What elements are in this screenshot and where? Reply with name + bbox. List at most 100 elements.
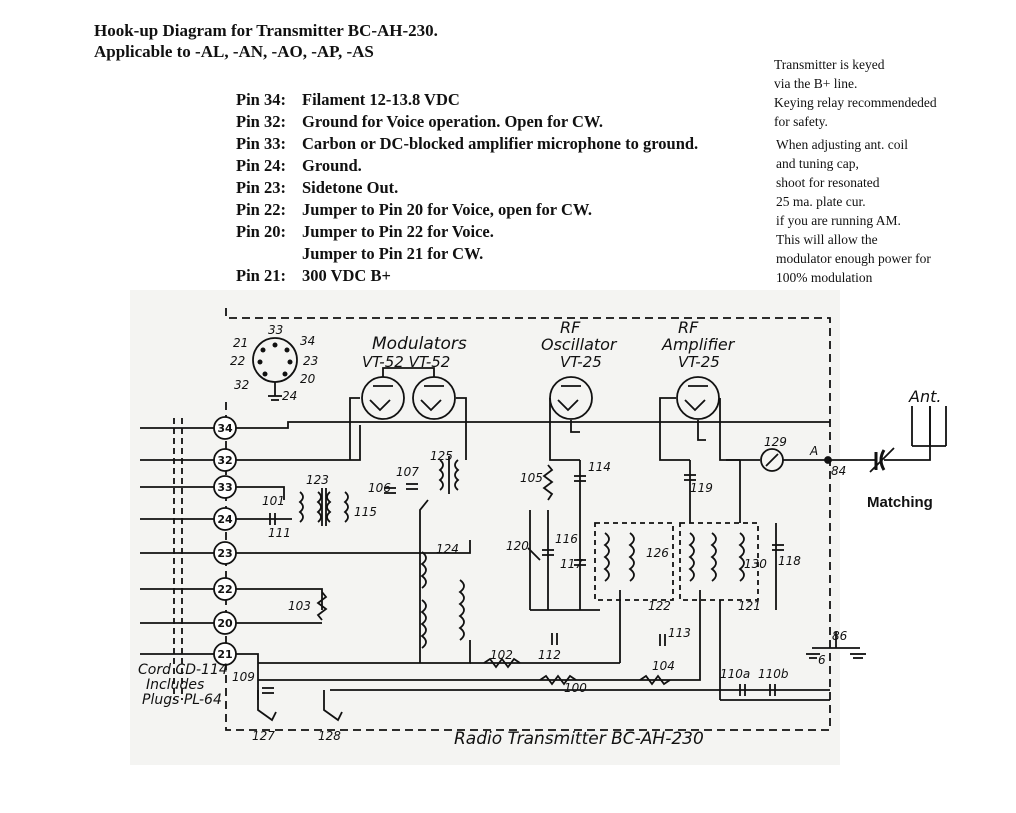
- terminal-20-label: 20: [217, 617, 233, 630]
- pin-description: Sidetone Out.: [302, 178, 399, 197]
- terminal-20: [213, 611, 237, 635]
- pin-description: Filament 12-13.8 VDC: [302, 90, 460, 109]
- terminal-22-label: 22: [217, 583, 232, 596]
- transformer-125a: [438, 459, 444, 491]
- socket-label: 20: [300, 372, 316, 386]
- keying-note: Transmitter is keyed via the B+ line. Ke…: [774, 55, 937, 131]
- terminal-24: [213, 507, 237, 531]
- terminal-34: [213, 416, 237, 440]
- component-label: 126: [646, 546, 669, 560]
- component-label: 106: [368, 481, 391, 495]
- pin-number: Pin 34:: [236, 90, 286, 109]
- component-label: 122: [648, 599, 671, 613]
- socket-label: 21: [233, 336, 248, 350]
- component-label: 103: [288, 599, 311, 613]
- modulator-plates: [382, 367, 435, 377]
- title-line-1: Hook-up Diagram for Transmitter BC-AH-23…: [94, 21, 438, 40]
- amp-cathode: [697, 420, 706, 441]
- pin-description: Ground for Voice operation. Open for CW.: [302, 112, 604, 131]
- component-label: 107: [396, 465, 419, 479]
- terminal-23: [213, 541, 237, 565]
- pin-number: Pin 33:: [236, 134, 286, 153]
- pin-number: Pin 23:: [236, 178, 286, 197]
- note-line: Transmitter is keyed: [774, 57, 885, 72]
- coil-121c: [738, 532, 745, 582]
- title-line-2: Applicable to -AL, -AN, -AO, -AP, -AS: [94, 42, 374, 61]
- note-line: 25 ma. plate cur.: [776, 194, 866, 209]
- amplifier-tube: [676, 376, 720, 420]
- pin-description: Ground.: [302, 156, 362, 175]
- terminal-circles: 34 32 33 24 23 22 20 21: [213, 416, 237, 666]
- osc-cathode: [570, 420, 580, 433]
- component-label: 86: [832, 629, 848, 643]
- note-line: When adjusting ant. coil: [776, 137, 908, 152]
- note-line: and tuning cap,: [776, 156, 859, 171]
- cord-label: Includes: [146, 677, 204, 693]
- component-label: 117: [560, 557, 583, 571]
- resistor-103: [316, 591, 328, 621]
- component-label: 105: [520, 471, 543, 485]
- component-label: 115: [354, 505, 377, 519]
- transformer-115: [343, 491, 349, 523]
- component-label: 128: [318, 729, 341, 743]
- component-labels: 101 111 123 115 106 107 125 124 103 102 …: [232, 435, 848, 743]
- switch-127: [257, 690, 277, 722]
- switch-128: [323, 690, 343, 722]
- socket-label: 34: [300, 334, 315, 348]
- pin-row: Pin 33:Carbon or DC-blocked amplifier mi…: [236, 133, 698, 155]
- tube-filament: [369, 399, 391, 412]
- component-label: 129: [764, 435, 787, 449]
- transformer-101: [298, 491, 304, 523]
- node-a: [824, 456, 832, 464]
- socket-label: 23: [303, 354, 318, 368]
- coil-121a: [688, 532, 695, 582]
- component-label: 110a: [720, 667, 750, 681]
- cord-label: Plugs PL-64: [142, 692, 222, 708]
- resistor-100: [539, 674, 577, 686]
- socket-pin: [287, 359, 293, 365]
- amplifier-rf-label: RF: [678, 318, 699, 337]
- note-line: Keying relay recommendeded: [774, 95, 937, 110]
- amplifier-label: Amplifier: [661, 335, 736, 354]
- component-label: 6: [818, 653, 826, 667]
- inductor-124c: [458, 579, 465, 641]
- mod-grid: [349, 397, 360, 460]
- terminal-32-label: 32: [217, 454, 232, 467]
- component-label: 125: [430, 449, 453, 463]
- component-label: 118: [778, 554, 801, 568]
- component-label: 104: [652, 659, 675, 673]
- component-label: 109: [232, 670, 255, 684]
- terminal-33: [213, 475, 237, 499]
- terminal-22: [213, 577, 237, 601]
- socket-pins: [257, 342, 293, 377]
- pin-number: Pin 20:: [236, 222, 286, 241]
- pin-number: Pin 21:: [236, 266, 286, 285]
- resistor-104: [639, 674, 671, 686]
- socket-label: 33: [268, 323, 283, 337]
- inductor-124a: [420, 551, 427, 589]
- transformer-125b: [454, 459, 460, 491]
- socket-pin: [272, 342, 278, 348]
- pin-description: Jumper to Pin 21 for CW.: [302, 244, 484, 263]
- amp-grid: [659, 397, 690, 461]
- oscillator-rf-label: RF: [560, 318, 581, 337]
- oscillator-label: Oscillator: [541, 335, 618, 354]
- component-label: 100: [564, 681, 587, 695]
- resistor-102: [483, 657, 521, 669]
- component-label: 114: [588, 460, 611, 474]
- diagram-title: Hook-up Diagram for Transmitter BC-AH-23…: [94, 20, 438, 62]
- adjustment-note: When adjusting ant. coil and tuning cap,…: [776, 135, 931, 287]
- pin-row: Pin 23: Sidetone Out.: [236, 177, 698, 199]
- socket-pin: [282, 371, 288, 377]
- socket-pin: [262, 371, 268, 377]
- resistor-105: [542, 464, 554, 501]
- matching-arrow: [869, 447, 895, 473]
- antenna-label: Ant.: [908, 387, 941, 406]
- component-label: 127: [252, 729, 275, 743]
- pin-description: Jumper to Pin 20 for Voice, open for CW.: [302, 200, 592, 219]
- wire-amp-b: [258, 590, 701, 681]
- note-line: modulator enough power for: [776, 251, 931, 266]
- component-label: 102: [490, 648, 513, 662]
- inductor-124b: [420, 599, 427, 649]
- socket-label: 24: [282, 389, 297, 403]
